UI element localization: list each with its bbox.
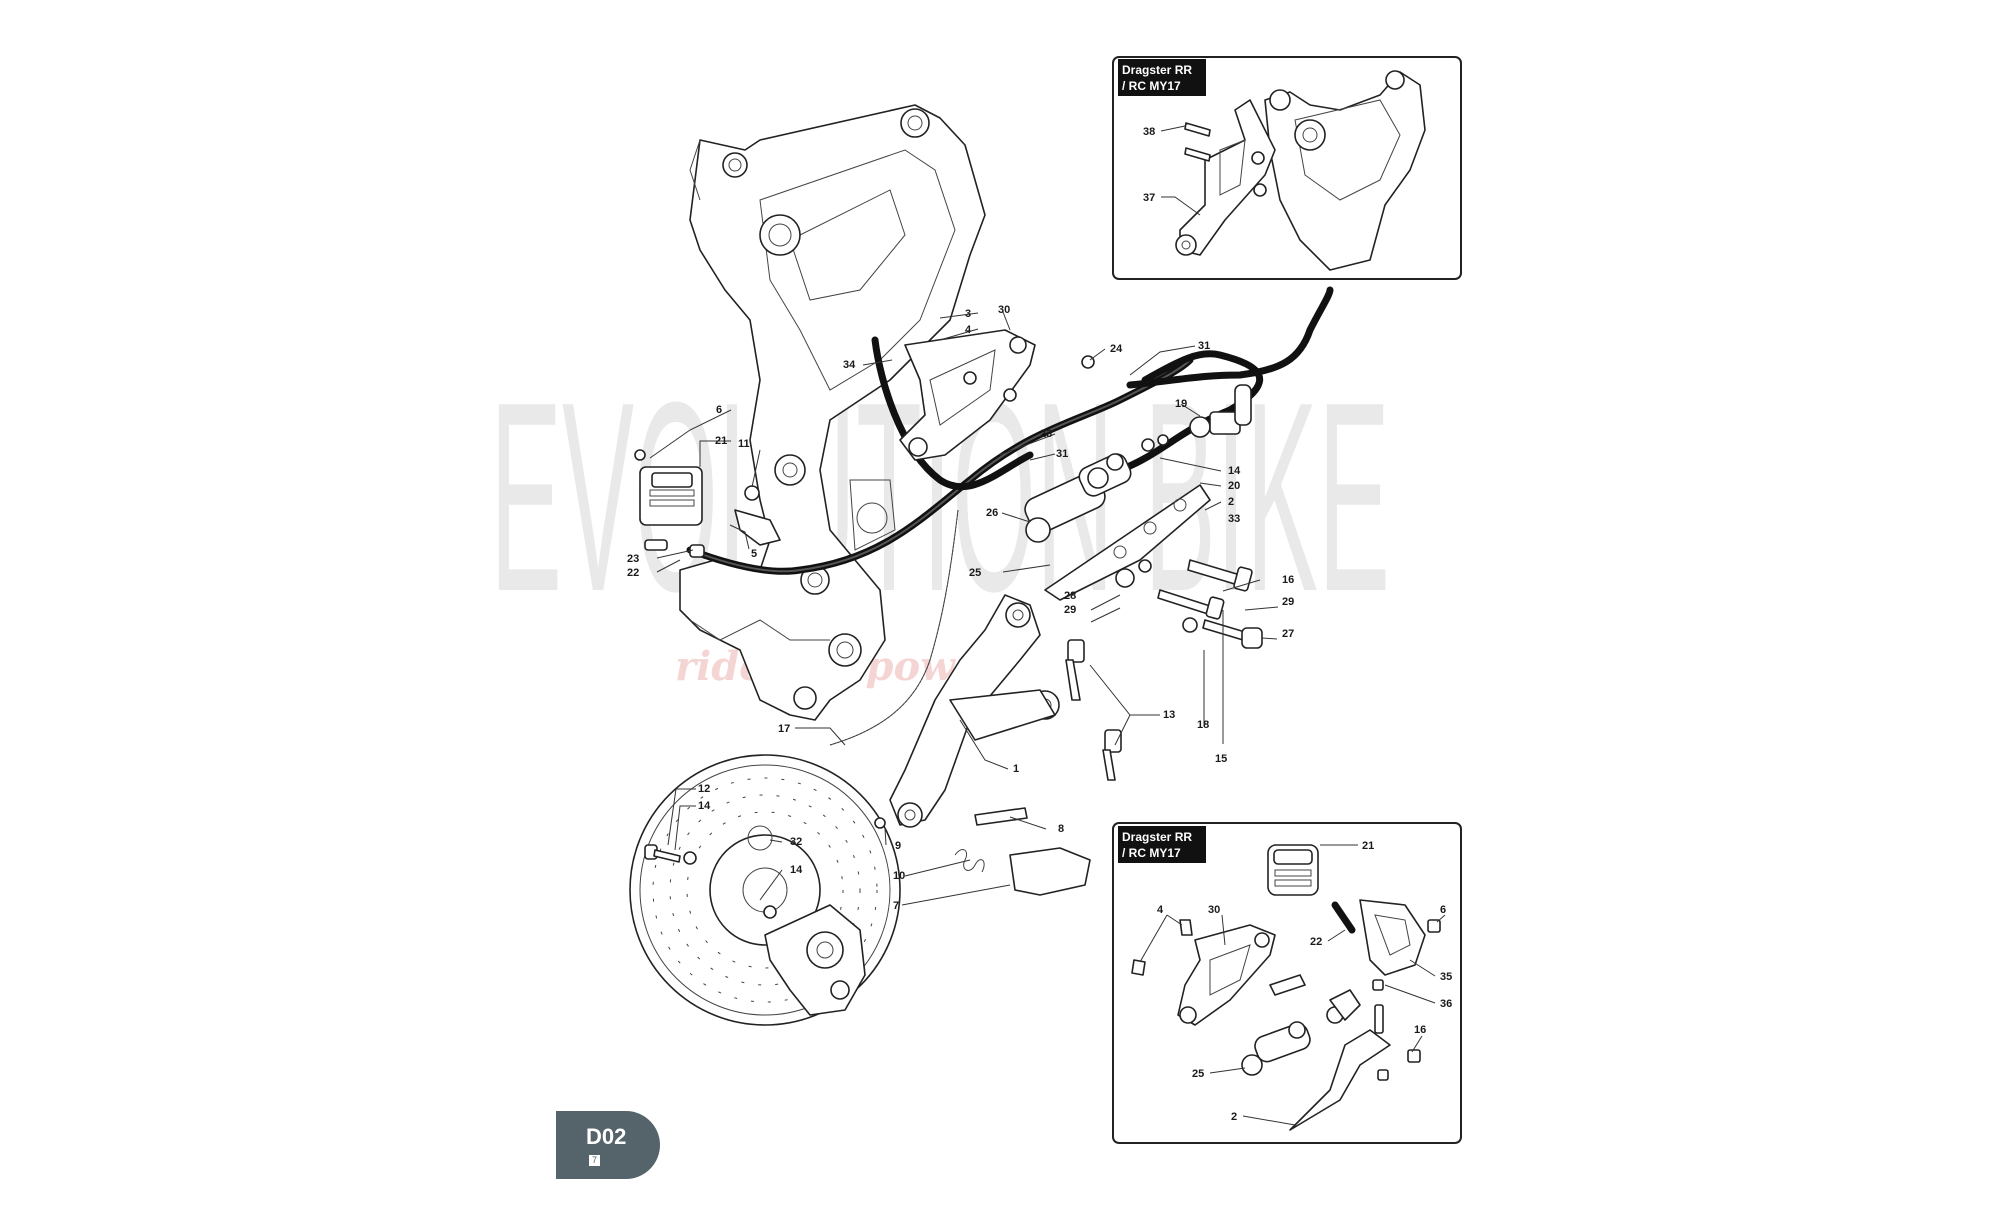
- inset-bottom-tag: Dragster RR / RC MY17: [1118, 826, 1206, 863]
- small-parts: [644, 817, 886, 919]
- callout-15: 15: [1215, 753, 1227, 765]
- footpeg-bracket: [889, 594, 1091, 896]
- callout-23-mid: 23: [1040, 428, 1052, 440]
- callout-14-bottom: 14: [790, 864, 803, 876]
- callout-14-left: 14: [698, 800, 711, 812]
- callout-5: 5: [751, 548, 757, 560]
- inset-top-callout-37: 37: [1143, 192, 1155, 204]
- callout-9: 9: [895, 840, 901, 852]
- callout-16: 16: [1282, 574, 1294, 586]
- callout-27: 27: [1282, 628, 1294, 640]
- inset-bottom-callout-30: 30: [1208, 904, 1220, 916]
- callout-22: 22: [627, 567, 639, 579]
- callout-19: 19: [1175, 398, 1187, 410]
- callout-14-mid: 14: [1228, 465, 1241, 477]
- inset-top-title-line2: / RC MY17: [1122, 79, 1181, 93]
- callout-32: 32: [790, 836, 802, 848]
- callout-28: 28: [1064, 590, 1076, 602]
- callout-1: 1: [1013, 763, 1019, 775]
- inset-bottom-callout-6: 6: [1440, 904, 1446, 916]
- inset-top-callout-38: 38: [1143, 126, 1155, 138]
- page-code: D02: [586, 1124, 627, 1149]
- callout-31-top: 31: [1198, 340, 1210, 352]
- inset-bottom-callout-35: 35: [1440, 971, 1452, 983]
- frame-plate: [679, 104, 986, 721]
- callout-12: 12: [698, 783, 710, 795]
- callout-13: 13: [1163, 709, 1175, 721]
- inset-bottom-title-line1: Dragster RR: [1122, 830, 1192, 844]
- callout-33: 33: [1228, 513, 1240, 525]
- callout-25: 25: [969, 567, 981, 579]
- inset-bottom: Dragster RR / RC MY17: [1112, 822, 1462, 1144]
- callout-10: 10: [893, 870, 905, 882]
- inset-bottom-title-line2: / RC MY17: [1122, 846, 1181, 860]
- fluid-reservoir: [639, 466, 781, 546]
- heel-guard-plate: [899, 329, 1036, 461]
- inset-bottom-callout-21: 21: [1362, 840, 1374, 852]
- inset-top-leaders: [1160, 125, 1201, 216]
- inset-bottom-callout-16: 16: [1414, 1024, 1426, 1036]
- inset-bottom-callout-25: 25: [1192, 1068, 1204, 1080]
- callout-26: 26: [986, 507, 998, 519]
- inset-bottom-callout-36: 36: [1440, 998, 1452, 1010]
- fasteners: [634, 355, 1263, 781]
- leader-lines: [649, 311, 1279, 906]
- callout-29-right: 29: [1282, 596, 1294, 608]
- inset-top-title-line1: Dragster RR: [1122, 63, 1192, 77]
- callout-34: 34: [843, 359, 856, 371]
- callout-18: 18: [1197, 719, 1209, 731]
- callout-11: 11: [738, 438, 750, 450]
- main-callouts: 3 30 4 24 31 34 19 6 23 21 31 14 11 20 2…: [627, 304, 1294, 912]
- callout-24: 24: [1110, 343, 1123, 355]
- callout-4: 4: [965, 324, 972, 336]
- callout-2: 2: [1228, 496, 1234, 508]
- page-badge: D02 7: [556, 1111, 660, 1179]
- callout-30: 30: [998, 304, 1010, 316]
- inset-top: Dragster RR / RC MY17 38 37: [1112, 56, 1462, 280]
- inset-bottom-leaders: [1139, 844, 1446, 1126]
- master-cylinder: [1024, 434, 1169, 543]
- page-number: 7: [589, 1155, 600, 1166]
- inset-bottom-callout-4: 4: [1157, 904, 1164, 916]
- inset-bottom-callout-2: 2: [1231, 1111, 1237, 1123]
- inset-top-tag: Dragster RR / RC MY17: [1118, 59, 1206, 96]
- callout-17: 17: [778, 723, 790, 735]
- callout-7: 7: [893, 900, 899, 912]
- brake-lever: [1044, 484, 1211, 601]
- callout-3: 3: [965, 308, 971, 320]
- callout-29-left: 29: [1064, 604, 1076, 616]
- callout-31-mid: 31: [1056, 448, 1068, 460]
- callout-20: 20: [1228, 480, 1240, 492]
- callout-8: 8: [1058, 823, 1064, 835]
- callout-6: 6: [716, 404, 722, 416]
- callout-21: 21: [715, 435, 727, 447]
- inset-bottom-callout-22: 22: [1310, 936, 1322, 948]
- callout-23-left: 23: [627, 553, 639, 565]
- brake-caliper: [764, 904, 866, 1016]
